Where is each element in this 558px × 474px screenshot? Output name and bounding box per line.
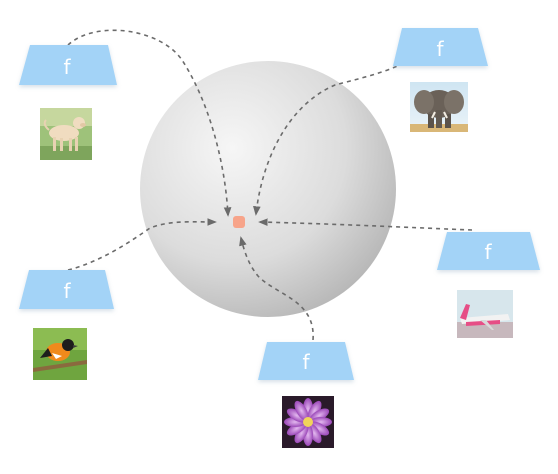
bird-image xyxy=(33,328,87,380)
encoder-label-dog: f xyxy=(63,55,71,79)
encoder-trapezoid xyxy=(437,232,540,270)
encoder-trapezoid xyxy=(258,342,354,380)
encoder-label-elephant: f xyxy=(436,37,444,61)
flower-image xyxy=(282,396,334,448)
encoder-label-airplane: f xyxy=(484,240,492,264)
encoder-label-bird: f xyxy=(63,279,71,303)
encoder-flower xyxy=(258,342,354,380)
encoder-trapezoid xyxy=(19,45,117,85)
airplane-image xyxy=(457,290,513,338)
encoder-airplane xyxy=(437,232,540,270)
encoder-bird xyxy=(19,270,114,309)
encoder-dog xyxy=(19,45,117,85)
dog-image xyxy=(40,108,92,160)
connector-flower xyxy=(239,236,314,341)
encoder-trapezoid xyxy=(393,28,488,66)
embedding-sphere xyxy=(140,61,396,317)
connector-bird xyxy=(67,218,217,271)
encoder-label-flower: f xyxy=(302,350,310,374)
elephant-image xyxy=(410,82,468,132)
embedding-point-icon xyxy=(233,216,245,228)
encoder-elephant xyxy=(393,28,488,66)
encoder-trapezoid xyxy=(19,270,114,309)
